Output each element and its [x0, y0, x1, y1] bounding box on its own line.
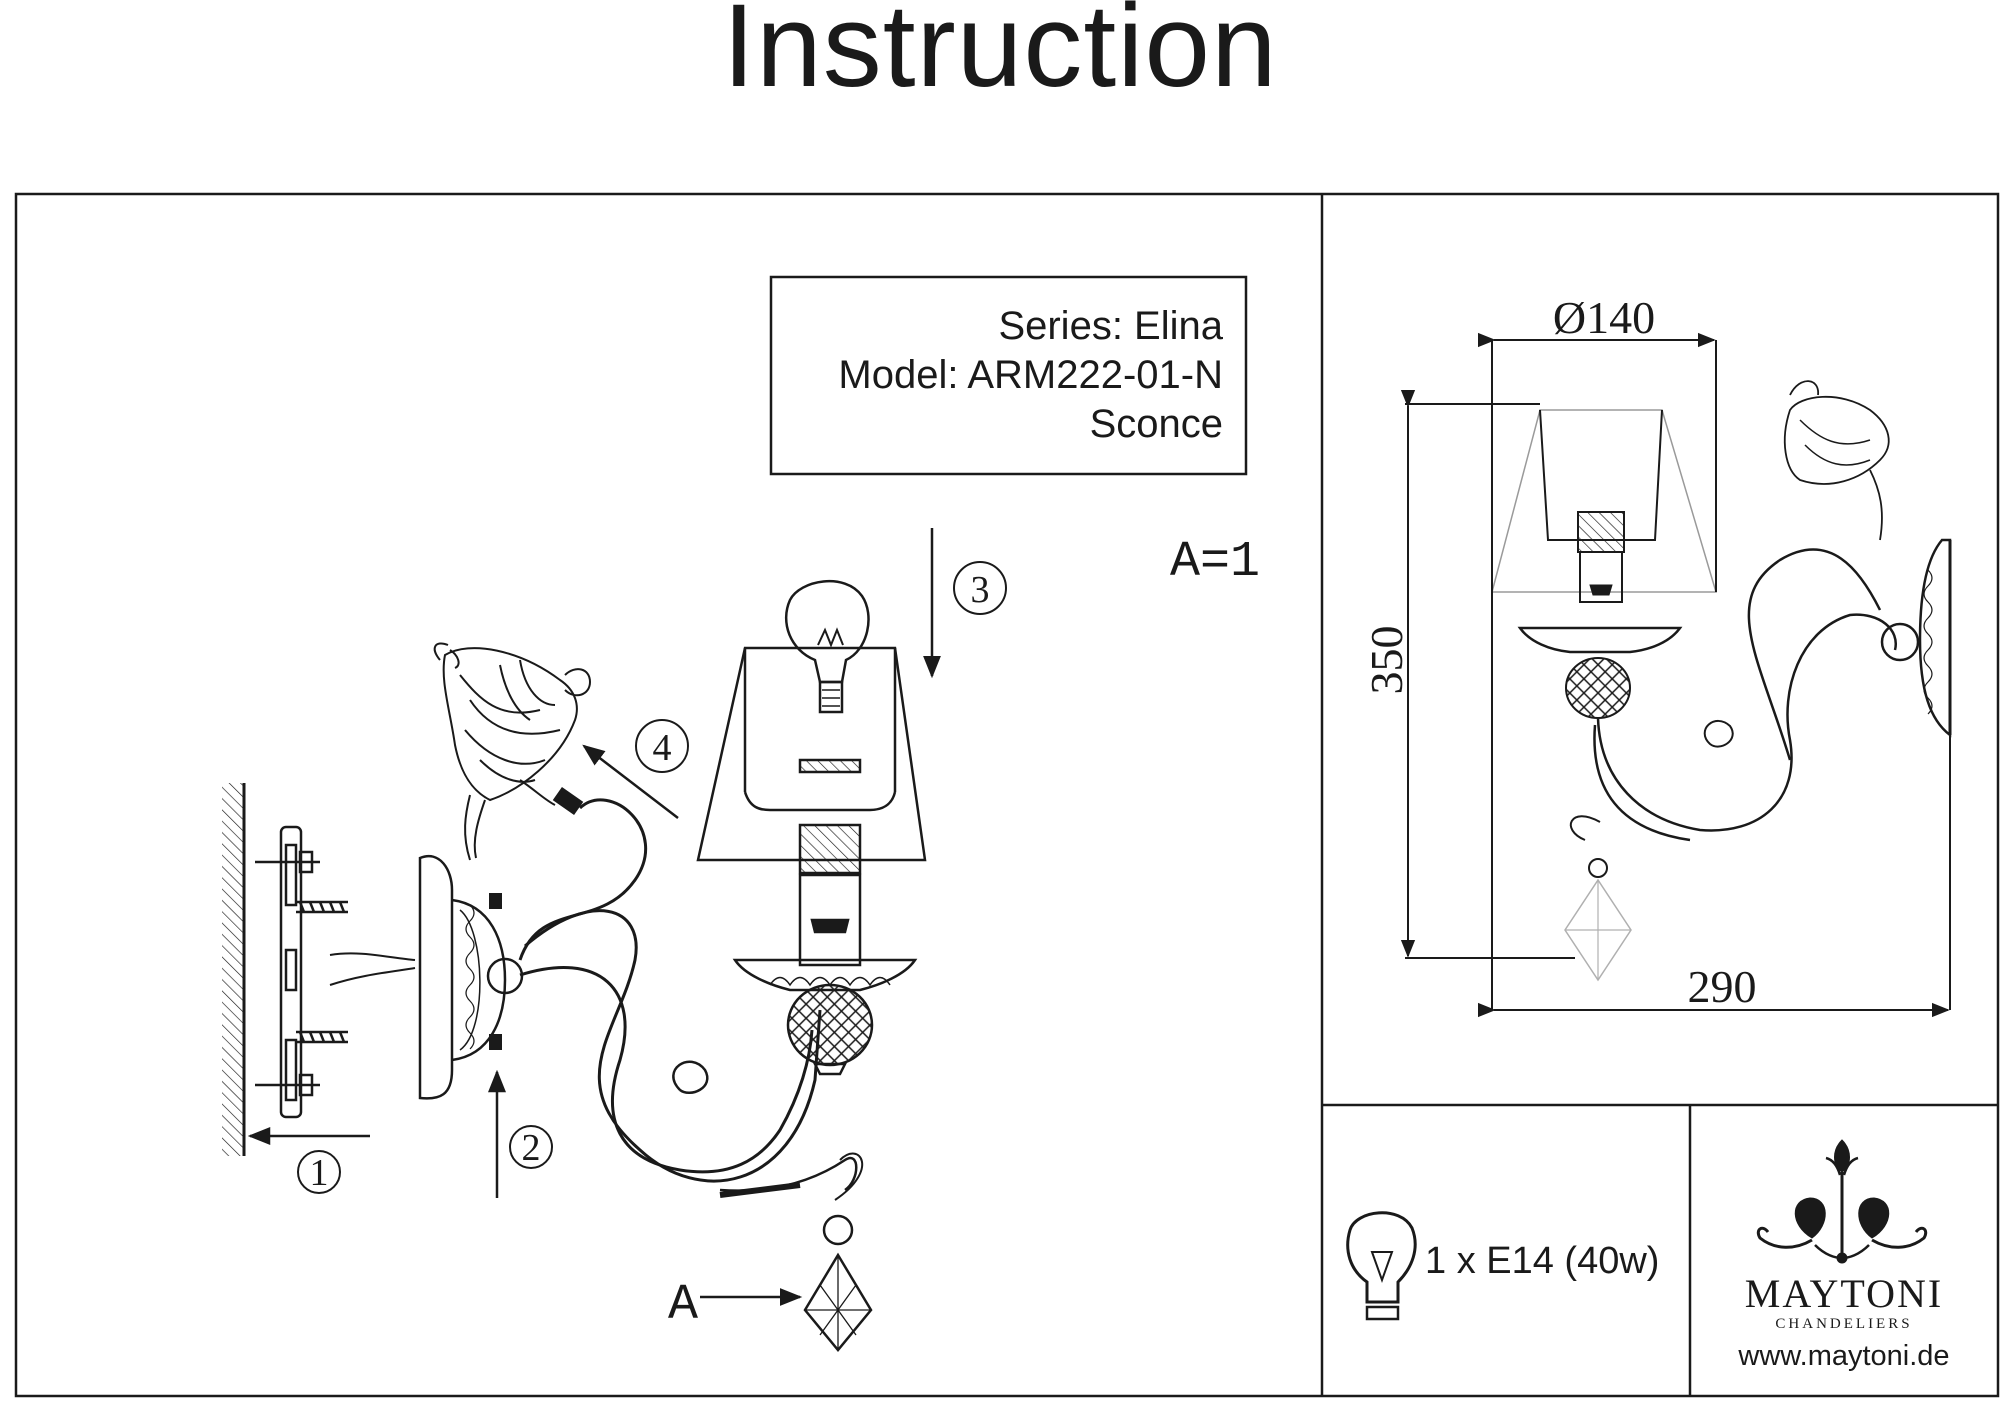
scroll-arm [518, 798, 864, 1201]
wall [222, 783, 246, 1156]
step-markers: 1 2 3 4 [297, 561, 1007, 1194]
brand-url: www.maytoni.de [1738, 1340, 1950, 1372]
width-label: 290 [1688, 961, 1757, 1012]
model-label: Model: ARM222-01-N [838, 353, 1223, 397]
product-info: Series: Elina Model: ARM222-01-N Sconce [771, 302, 1223, 449]
step-marker-3: 3 [953, 561, 1007, 615]
step-marker-1: 1 [297, 1150, 341, 1194]
svg-text:2: 2 [522, 1127, 541, 1169]
bolt-bottom [296, 1030, 348, 1044]
fleur-ornament-icon [1756, 1139, 1928, 1264]
page-title: Instruction [722, 0, 1278, 112]
dimension-drawing [1491, 380, 1952, 982]
svg-text:1: 1 [310, 1152, 329, 1194]
step-arrows [247, 528, 941, 1306]
screw-top [255, 850, 320, 874]
brand-tagline: CHANDELIERS [1775, 1316, 1913, 1332]
info-box [769, 275, 1248, 476]
canopy [418, 855, 524, 1100]
bulb-spec: 1 x E14 (40w) [1425, 1240, 1660, 1282]
mounting-bracket [255, 825, 416, 1119]
ballerina-figure [433, 642, 592, 861]
quantity-note: A=1 [1170, 534, 1260, 591]
step-marker-2: 2 [509, 1125, 553, 1169]
arrow-step-4 [582, 744, 679, 819]
step-marker-4: 4 [635, 719, 689, 773]
type-label: Sconce [1089, 402, 1223, 446]
svg-text:4: 4 [653, 727, 672, 769]
nut-bottom [489, 1034, 502, 1050]
series-label: Series: Elina [998, 304, 1223, 348]
svg-text:3: 3 [971, 569, 990, 611]
part-label-a: A [668, 1277, 698, 1334]
bolt-top [296, 900, 348, 914]
screw-bottom [255, 1073, 320, 1097]
frame [14, 192, 2000, 1398]
nut-top [489, 893, 502, 909]
brand-name: MAYTONI [1744, 1271, 1944, 1316]
diameter-label: Ø140 [1553, 292, 1655, 343]
dimension-lines [1400, 332, 1951, 1018]
lamp-assembly [696, 580, 927, 1352]
bulb-icon [1346, 1211, 1417, 1321]
height-label: 350 [1361, 626, 1412, 695]
